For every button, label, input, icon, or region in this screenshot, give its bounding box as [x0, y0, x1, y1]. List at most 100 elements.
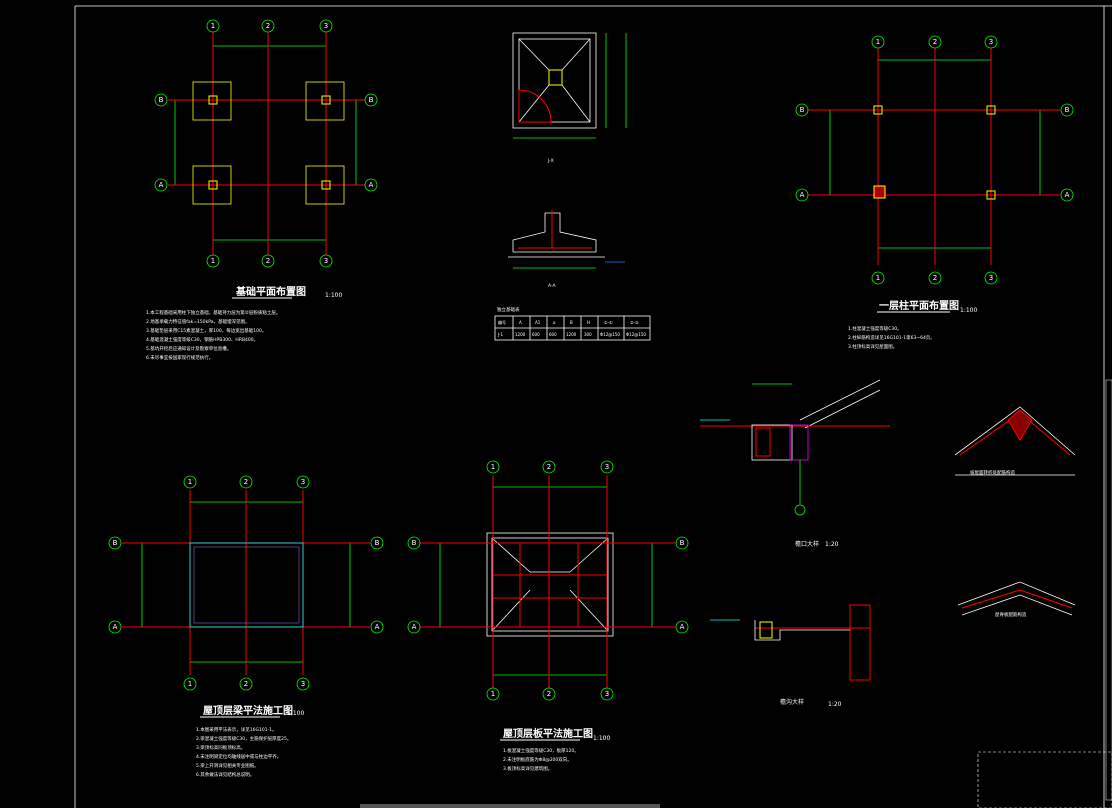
- svg-text:B: B: [680, 539, 685, 547]
- column-notes: 1.柱混凝土强度等级C30。 2.柱纵筋构造详见16G101-1第63~64页。…: [848, 325, 935, 350]
- svg-text:1.柱混凝土强度等级C30。: 1.柱混凝土强度等级C30。: [848, 325, 902, 332]
- axis-label-a: A: [159, 181, 164, 189]
- svg-text:1: 1: [491, 690, 495, 698]
- svg-text:A: A: [375, 623, 380, 631]
- svg-text:①-①: ①-①: [604, 320, 613, 325]
- svg-text:Φ12@150: Φ12@150: [626, 332, 646, 337]
- ridge-detail-2: [957, 581, 1076, 616]
- svg-text:A: A: [680, 623, 685, 631]
- roof-slab-plan: [407, 460, 689, 701]
- svg-text:2: 2: [244, 680, 248, 688]
- svg-text:2: 2: [244, 478, 248, 486]
- svg-text:2: 2: [547, 463, 551, 471]
- svg-text:600: 600: [549, 332, 557, 337]
- foundation-plan-axis-labels: 1 2 3 1 2 3 B B A A: [159, 22, 374, 265]
- svg-text:A: A: [113, 623, 118, 631]
- svg-text:A1: A1: [535, 320, 541, 325]
- svg-text:1.本工程基础采用柱下独立基础，基础持力层为第②层粉质粘土层: 1.本工程基础采用柱下独立基础，基础持力层为第②层粉质粘土层。: [146, 309, 280, 316]
- svg-text:3: 3: [605, 690, 609, 698]
- eave-detail: [700, 379, 890, 516]
- roof-slab-plan-axis-labels: 1 2 3 1 2 3 B B A A: [412, 463, 685, 698]
- eave-detail-scale: 1:20: [825, 541, 839, 548]
- svg-text:B: B: [570, 320, 573, 325]
- footing-table-title: 独立基础表: [497, 306, 520, 313]
- svg-text:编号: 编号: [498, 319, 506, 325]
- svg-text:1.本图采用平法表示，详见16G101-1。: 1.本图采用平法表示，详见16G101-1。: [196, 726, 277, 733]
- gutter-detail-scale: 1:20: [828, 701, 842, 708]
- svg-text:②-②: ②-②: [630, 320, 639, 325]
- foundation-plan-title: 基础平面布置图: [235, 285, 306, 298]
- svg-text:2: 2: [933, 38, 937, 46]
- svg-text:1: 1: [876, 274, 880, 282]
- svg-text:2: 2: [933, 274, 937, 282]
- axis-label-a: A: [369, 181, 374, 189]
- ridge-detail-1: [954, 406, 1076, 476]
- beam-notes: 1.本图采用平法表示，详见16G101-1。 2.梁混凝土强度等级C30，主筋保…: [196, 726, 291, 778]
- column-plan-scale: 1:100: [960, 307, 977, 314]
- svg-text:B: B: [375, 539, 380, 547]
- axis-label-2: 2: [266, 22, 270, 30]
- foundation-plan-scale: 1:100: [325, 292, 342, 299]
- svg-text:B: B: [1065, 106, 1070, 114]
- ridge-detail-1-title: 坡屋面转折处配筋构造: [970, 469, 1015, 476]
- svg-text:3.柱顶标高详见屋面图。: 3.柱顶标高详见屋面图。: [848, 343, 897, 350]
- roof-beam-plan-scale: 1:100: [287, 710, 304, 717]
- footing-plan-view-label: J-X: [547, 158, 554, 164]
- svg-text:H: H: [587, 320, 590, 325]
- svg-text:1: 1: [188, 680, 192, 688]
- svg-text:Φ12@150: Φ12@150: [600, 332, 620, 337]
- column-plan-title: 一层柱平面布置图: [879, 299, 959, 312]
- svg-text:3: 3: [989, 274, 993, 282]
- ridge-detail-2-title: 屋脊板配筋构造: [995, 611, 1027, 618]
- roof-beam-plan-axis-labels: 1 2 3 1 2 3 B B A A: [113, 478, 380, 688]
- svg-text:2: 2: [547, 690, 551, 698]
- axis-label-b: B: [159, 96, 164, 104]
- roof-beam-plan: [108, 475, 384, 691]
- gutter-detail: [710, 604, 871, 681]
- axis-label-1: 1: [211, 257, 215, 265]
- side-strip: [1105, 379, 1112, 801]
- roof-beam-plan-title: 屋顶层梁平法施工图: [203, 704, 293, 717]
- svg-text:2.地基承载力特征值fak=150kPa，基础埋深见图。: 2.地基承载力特征值fak=150kPa，基础埋深见图。: [146, 318, 249, 325]
- foundation-plan: [154, 19, 378, 268]
- gutter-detail-title: 檐沟大样: [780, 698, 804, 706]
- svg-text:A: A: [412, 623, 417, 631]
- svg-text:6.未尽事宜按国家现行规范执行。: 6.未尽事宜按国家现行规范执行。: [146, 354, 213, 361]
- svg-text:B: B: [412, 539, 417, 547]
- svg-text:3: 3: [605, 463, 609, 471]
- svg-text:5.基坑开挖后应通知设计及勘察单位验槽。: 5.基坑开挖后应通知设计及勘察单位验槽。: [146, 345, 231, 352]
- svg-text:300: 300: [584, 332, 592, 337]
- axis-label-b: B: [369, 96, 374, 104]
- roof-slab-plan-scale: 1:100: [593, 735, 610, 742]
- svg-text:1: 1: [491, 463, 495, 471]
- svg-text:3: 3: [301, 478, 305, 486]
- svg-text:A: A: [1065, 191, 1070, 199]
- section-aa-label: A-A: [548, 283, 557, 289]
- title-block: [977, 751, 1112, 808]
- svg-text:3: 3: [989, 38, 993, 46]
- svg-text:3: 3: [301, 680, 305, 688]
- footing-table: 独立基础表 编号 A A1 a B H ①-① ②-② J-1 1200 600…: [494, 306, 651, 341]
- eave-detail-title: 檐口大样: [795, 540, 819, 548]
- svg-text:1: 1: [876, 38, 880, 46]
- roof-slab-plan-title: 屋顶层板平法施工图: [503, 727, 593, 740]
- svg-text:2.柱纵筋构造详见16G101-1第63~64页。: 2.柱纵筋构造详见16G101-1第63~64页。: [848, 334, 935, 341]
- svg-text:1200: 1200: [566, 332, 577, 337]
- svg-text:2.梁混凝土强度等级C30，主筋保护层厚度25。: 2.梁混凝土强度等级C30，主筋保护层厚度25。: [196, 735, 291, 742]
- svg-text:1.板混凝土强度等级C30，板厚120。: 1.板混凝土强度等级C30，板厚120。: [503, 747, 579, 754]
- slab-notes: 1.板混凝土强度等级C30，板厚120。 2.未注明板底筋为Φ8@200双向。 …: [503, 747, 579, 772]
- svg-text:J-1: J-1: [497, 332, 503, 337]
- svg-text:3.梁顶标高同板顶标高。: 3.梁顶标高同板顶标高。: [196, 744, 245, 751]
- svg-text:3.板顶标高详见建筑图。: 3.板顶标高详见建筑图。: [503, 765, 552, 772]
- svg-text:4.未注明梁定位均轴线居中或与柱边平齐。: 4.未注明梁定位均轴线居中或与柱边平齐。: [196, 753, 281, 760]
- column-plan: [795, 35, 1074, 285]
- horizontal-scrollbar[interactable]: [360, 804, 660, 808]
- svg-text:6.其余做法详见结构总说明。: 6.其余做法详见结构总说明。: [196, 771, 254, 778]
- svg-text:1: 1: [188, 478, 192, 486]
- axis-label-3: 3: [324, 257, 328, 265]
- svg-text:2.未注明板底筋为Φ8@200双向。: 2.未注明板底筋为Φ8@200双向。: [503, 756, 572, 763]
- axis-label-3: 3: [324, 22, 328, 30]
- column-plan-axis-labels: 1 2 3 1 2 3 B B A A: [800, 38, 1070, 282]
- footing-section-view: [508, 210, 625, 269]
